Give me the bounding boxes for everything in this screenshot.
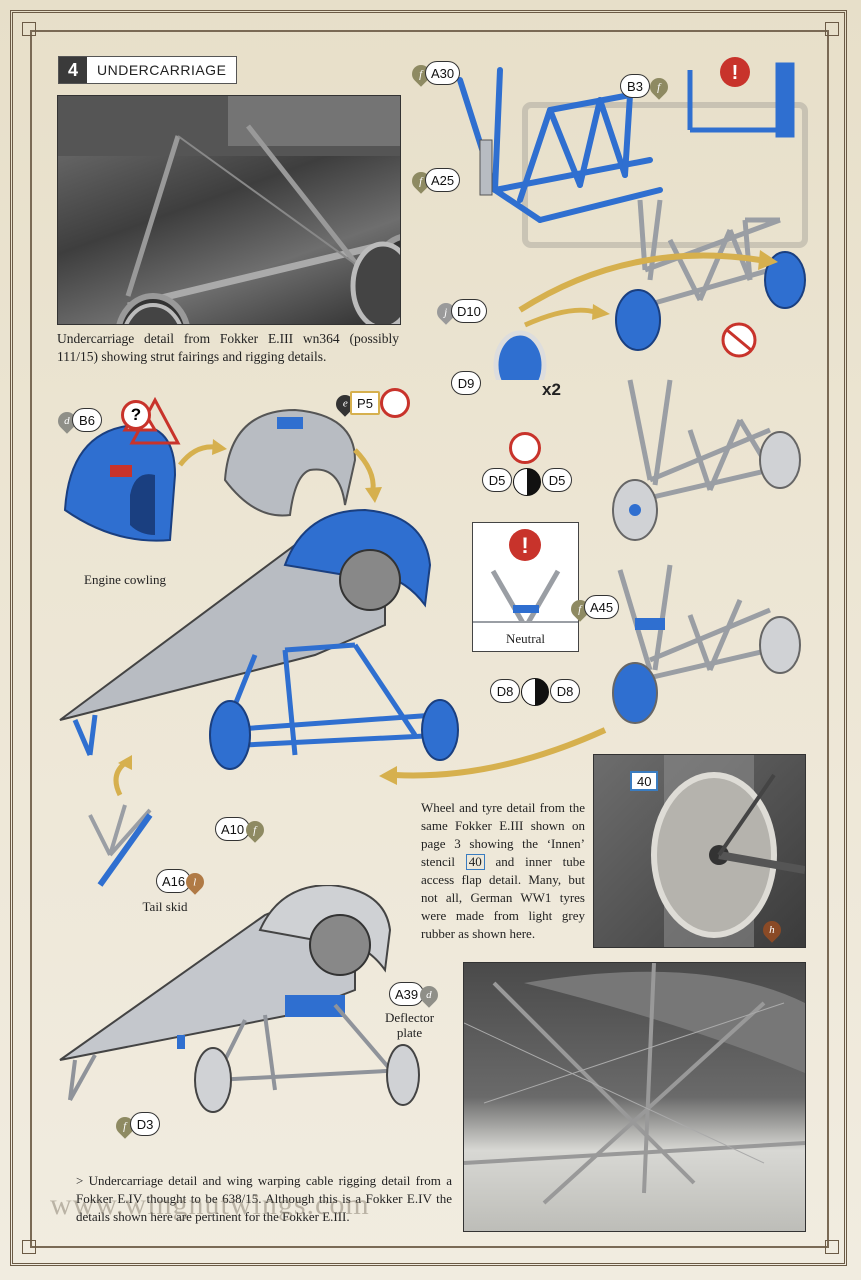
photo-illustration [651, 755, 805, 947]
warning-icon [720, 57, 750, 87]
border-corner-ornament [825, 22, 839, 36]
completed-fuselage-diagram [59, 885, 420, 1113]
label-neutral: Neutral [506, 631, 545, 646]
photo-caption-top: Undercarriage detail from Fokker E.III w… [57, 331, 399, 364]
photo-illustration [58, 96, 400, 324]
svg-text:!: ! [732, 62, 739, 84]
border-corner-ornament [825, 1240, 839, 1254]
quantity-x2: x2 [542, 380, 561, 399]
stencil-ref-40: 40 [465, 854, 485, 870]
undercarriage-photo-top [57, 95, 401, 325]
decal-both-sides-icon [521, 678, 549, 706]
label-tail-skid: Tail skid [142, 899, 188, 914]
callout-d10: D10 [451, 299, 487, 323]
callout-d5-left: D5 [482, 468, 512, 492]
tail-skid-diagram [88, 755, 153, 887]
wheel-caption-text-cont: and inner tube access flap detail. Many,… [421, 854, 585, 941]
callout-d8-right: D8 [550, 679, 580, 703]
wheel-caption-text: Wheel and tyre detail from the same Fokk… [421, 800, 585, 869]
callout-d8-left: D8 [490, 679, 520, 703]
callout-d5-right: D5 [542, 468, 572, 492]
step-title: UNDERCARRIAGE [97, 62, 227, 78]
wheel-installation-diagrams [612, 379, 801, 724]
wheel-left [615, 289, 661, 351]
callout-d9: D9 [451, 371, 481, 395]
arrow-to-fuselage [379, 727, 607, 785]
page-border-inner [30, 30, 829, 1248]
callout-a45: A45 [584, 595, 620, 619]
brand-stamp [522, 102, 808, 248]
callout-d3: D3 [130, 1112, 160, 1136]
callout-b3: B3 [620, 74, 650, 98]
svg-text:!: ! [521, 533, 528, 558]
undercarriage-assembly-diagram: ! [457, 57, 808, 380]
fuselage-assembly-diagram [59, 508, 459, 770]
callout-b6: B6 [72, 408, 102, 432]
wheel-part-d9-d10 [493, 330, 547, 380]
label-engine-cowling: Engine cowling [84, 572, 166, 587]
stencil-callout-40: 40 [630, 771, 659, 791]
website-watermark: www.wingnutwings.com [50, 1188, 370, 1221]
callout-a25: A25 [425, 168, 461, 192]
photo-illustration [464, 963, 805, 1205]
border-corner-ornament [22, 1240, 36, 1254]
step-number: 4 [59, 57, 87, 83]
neutral-detail-illustration: ! [473, 529, 578, 625]
wheel-photo-caption: Wheel and tyre detail from the same Fokk… [421, 799, 585, 943]
wheel-tyre-photo: 40 h [593, 754, 806, 948]
bottom-photo-caption: > Undercarriage detail and wing warping … [76, 1173, 452, 1224]
step-header: 4 UNDERCARRIAGE [58, 56, 238, 84]
border-corner-ornament [22, 22, 36, 36]
callout-p5: P5 [350, 391, 380, 415]
decal-both-sides-icon [513, 468, 541, 496]
page-border-outer [10, 10, 847, 1266]
question-icon: ? [121, 400, 151, 430]
callout-a10: A10 [215, 817, 251, 841]
wheel-right [764, 251, 806, 309]
neutral-position-inset: ! Neutral [472, 522, 579, 652]
callout-a30: A30 [425, 61, 461, 85]
no-glue-icon [509, 432, 541, 464]
label-deflector-plate: Deflector plate [384, 1010, 435, 1040]
fokker-eiv-undercarriage-photo [463, 962, 806, 1232]
no-elephant-icon [380, 388, 410, 418]
callout-a39: A39 [389, 982, 425, 1006]
